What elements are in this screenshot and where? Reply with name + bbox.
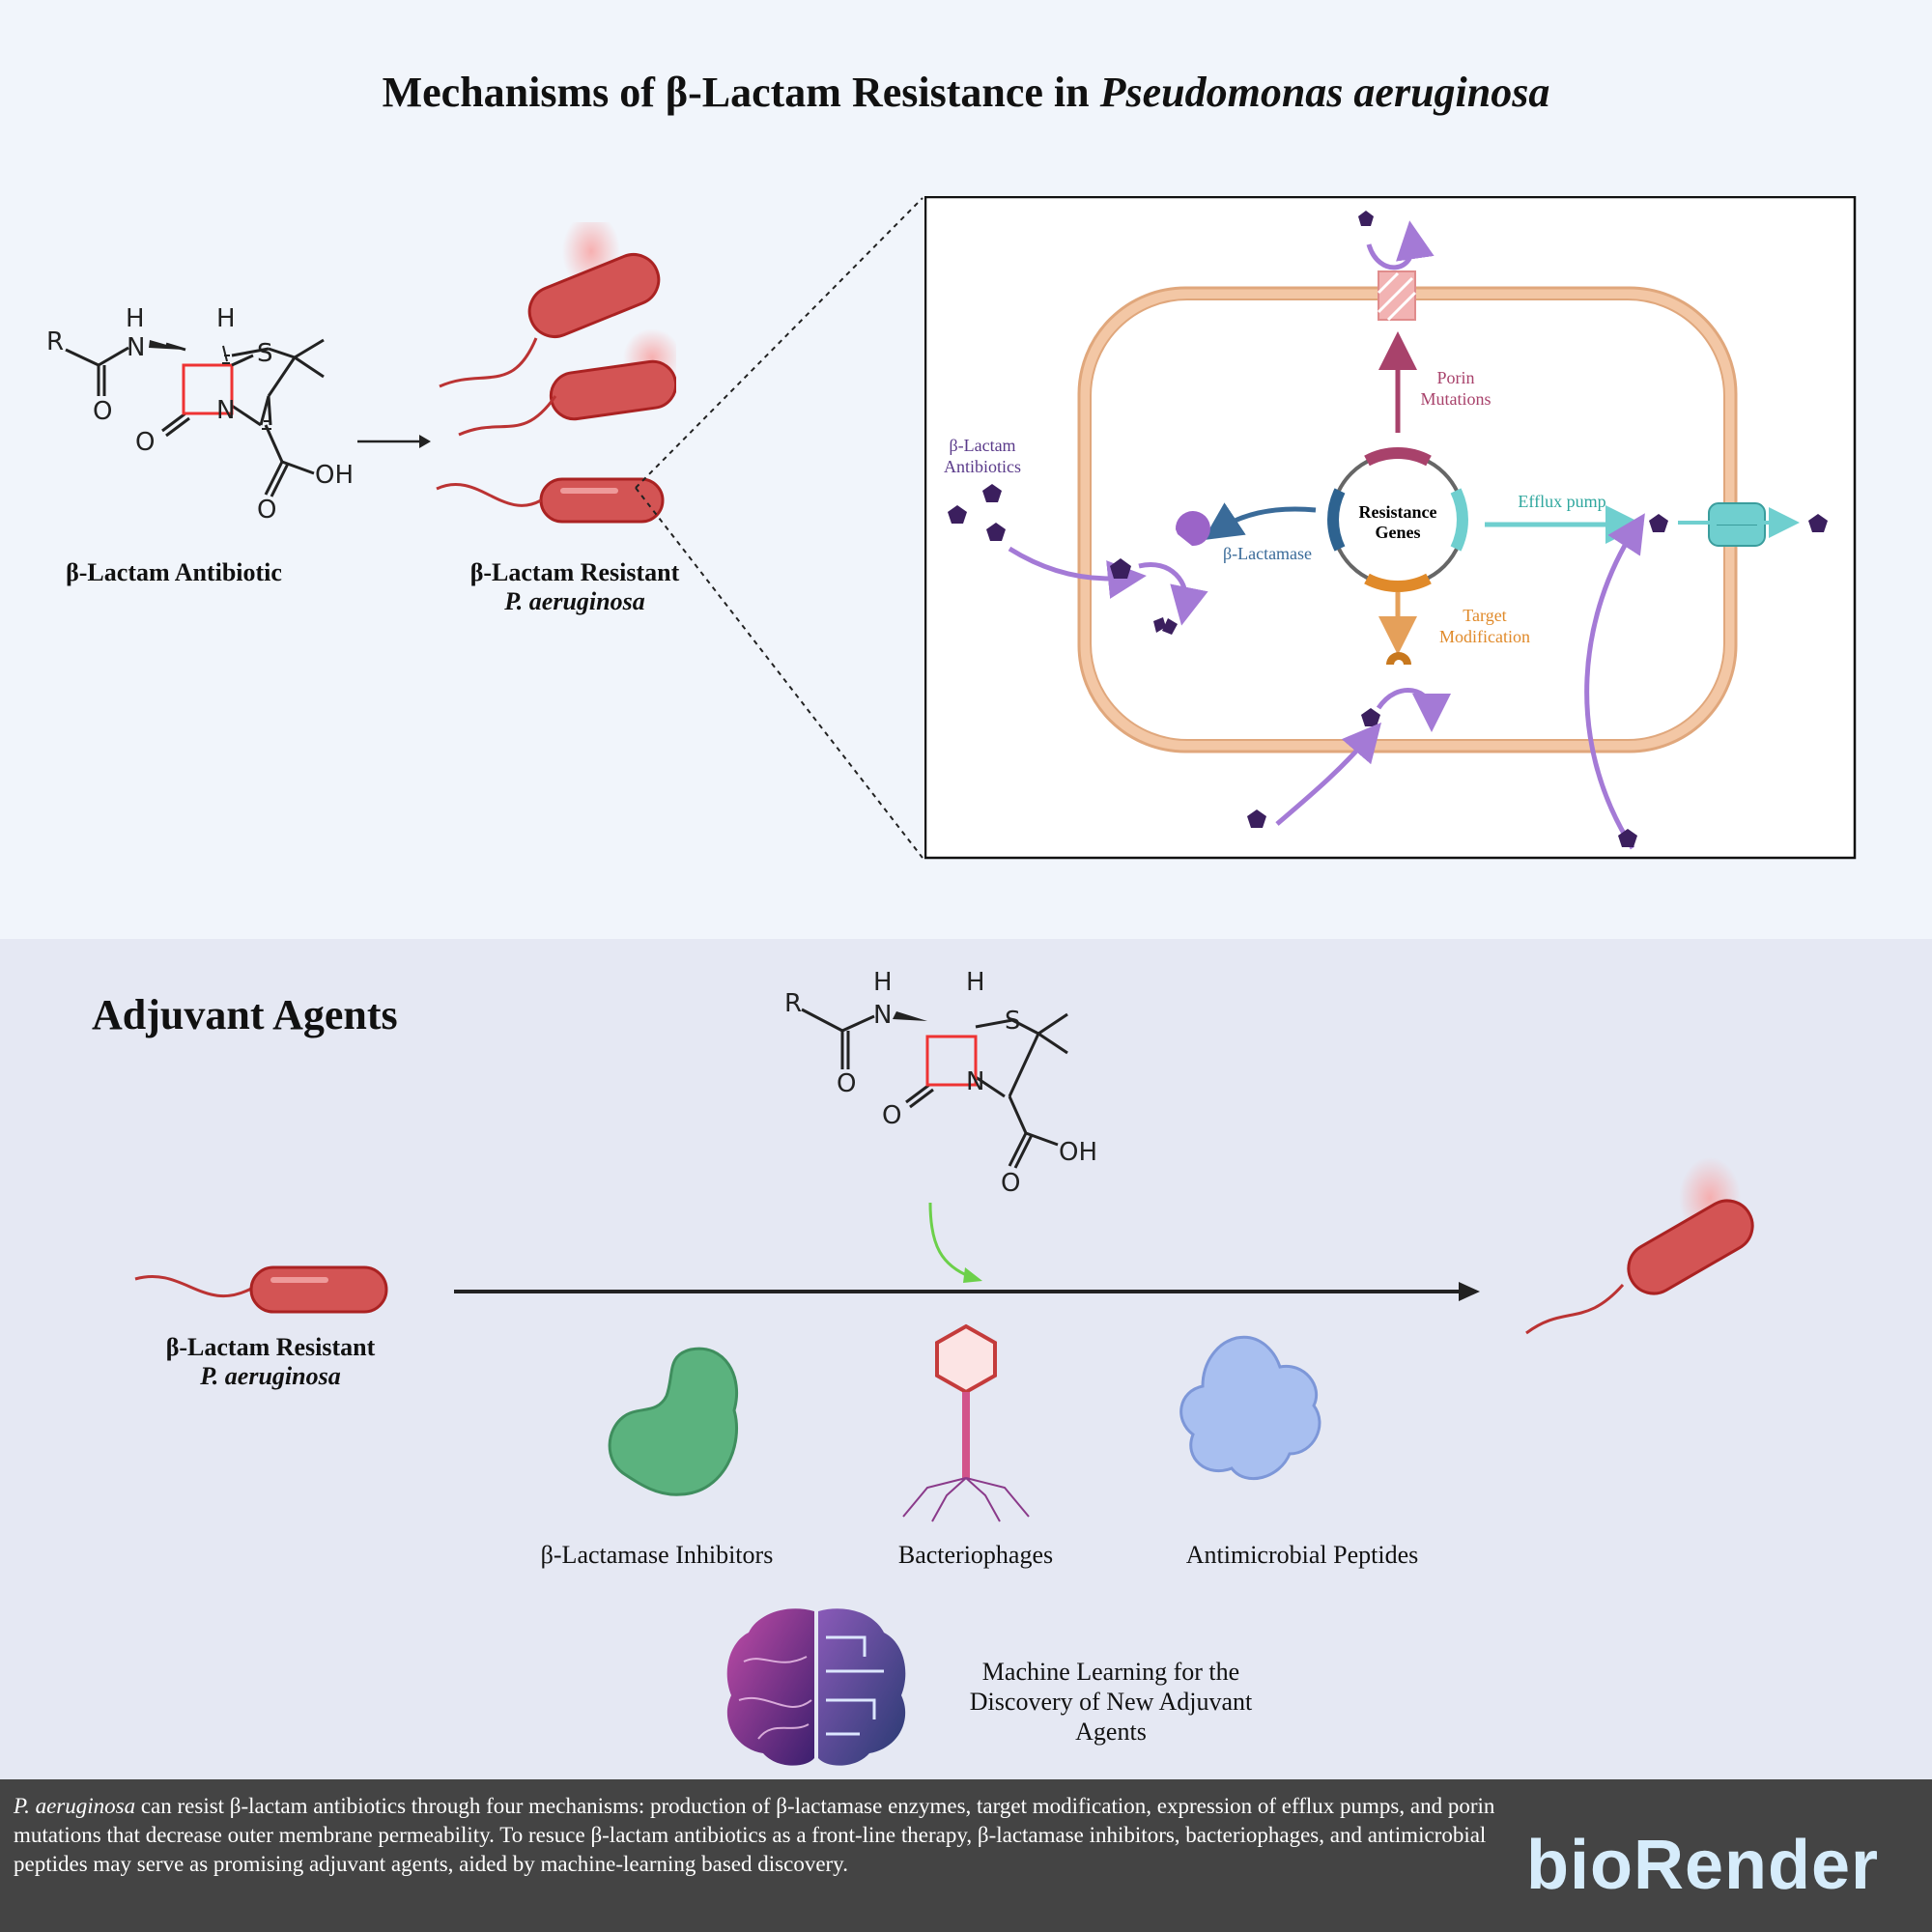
ml-label: Machine Learning for the Discovery of Ne… (927, 1657, 1294, 1747)
chem-n-ring: N (216, 396, 235, 425)
chem-h2: H (216, 304, 236, 333)
chem-o1: O (93, 397, 112, 426)
caption-text: can resist β-lactam antibiotics through … (14, 1794, 1495, 1876)
chem-oh: OH (315, 461, 354, 490)
inhibitors-label: β-Lactamase Inhibitors (540, 1541, 774, 1569)
target-label-2: Modification (1439, 627, 1530, 646)
resistance-genes-label-1: Resistance (1359, 502, 1437, 522)
resistant-bacterium-bottom (134, 1265, 388, 1314)
chem-b-h: H (873, 968, 893, 997)
chem-o2: O (135, 428, 155, 457)
resistant-label-top: β-Lactam Resistant P. aeruginosa (420, 558, 729, 616)
inhibitor-protein-icon (608, 1347, 739, 1496)
figure-title: Mechanisms of β-Lactam Resistance in Pse… (0, 68, 1932, 117)
ml-line-3: Agents (1075, 1718, 1147, 1746)
ml-line-2: Discovery of New Adjuvant (969, 1688, 1253, 1716)
cell-mechanism-panel: Porin Mutations Resistance Genes β-Lacta… (924, 196, 1857, 860)
lysed-bacterium (1525, 1157, 1754, 1335)
target-label-1: Target (1463, 606, 1506, 625)
resistant-label-line2: P. aeruginosa (504, 587, 645, 615)
bacteriophage-icon (902, 1323, 1030, 1522)
title-text: Mechanisms of β-Lactam Resistance in (382, 69, 1100, 116)
figure-caption: P. aeruginosa can resist β-lactam antibi… (14, 1792, 1501, 1879)
beta-lactamase-label: β-Lactamase (1223, 544, 1312, 563)
chem-b-o2: O (882, 1101, 901, 1130)
ml-brain-icon (726, 1608, 906, 1766)
chem-b-o1: O (837, 1069, 856, 1098)
adjuvant-title: Adjuvant Agents (92, 991, 398, 1038)
ml-line-1: Machine Learning for the (981, 1658, 1240, 1686)
chem-b-s: S (1005, 1007, 1021, 1036)
chem-n-amide: N (127, 333, 145, 362)
chem-b-oh: OH (1059, 1138, 1097, 1167)
resistant-label-bottom: β-Lactam Resistant P. aeruginosa (116, 1333, 425, 1391)
title-species: Pseudomonas aeruginosa (1099, 69, 1550, 116)
porin-label-1: Porin (1436, 368, 1474, 387)
chem-r: R (46, 327, 64, 356)
beta-lactam-structure: R H N H S N O O O OH (46, 304, 354, 525)
antibiotics-label-1: β-Lactam (949, 436, 1015, 455)
resistant-bottom-line1: β-Lactam Resistant (165, 1333, 376, 1361)
chem-b-o3: O (1001, 1169, 1020, 1198)
biorender-logo[interactable]: bioRender (1526, 1827, 1880, 1904)
green-arrow (928, 1202, 982, 1283)
phages-label: Bacteriophages (897, 1541, 1054, 1569)
zoom-lines (635, 197, 923, 859)
chem-h: H (126, 304, 145, 333)
caption-bar (0, 1779, 1932, 1932)
resistant-label-line1: β-Lactam Resistant (469, 558, 680, 586)
resistant-bottom-line2: P. aeruginosa (200, 1362, 341, 1390)
chem-o3: O (257, 496, 276, 525)
porin-label-2: Mutations (1420, 389, 1491, 409)
antibiotics-label-2: Antibiotics (944, 457, 1021, 476)
peptides-label: Antimicrobial Peptides (1185, 1541, 1419, 1569)
resistance-genes-label-2: Genes (1376, 523, 1421, 542)
peptide-icon (1179, 1335, 1321, 1481)
caption-species: P. aeruginosa (14, 1794, 136, 1818)
chem-b-n: N (873, 1001, 892, 1030)
efflux-label: Efflux pump (1518, 492, 1605, 511)
treatment-arrow (454, 1282, 1480, 1301)
arrow-right (357, 435, 431, 448)
chem-s: S (257, 339, 273, 368)
chem-b-h2: H (966, 968, 985, 997)
chem-b-r: R (784, 989, 802, 1018)
bacteria-group (436, 222, 676, 524)
chem-b-n2: N (966, 1067, 984, 1096)
beta-lactam-structure-bottom: R H N H S N O O O OH (784, 968, 1097, 1198)
antibiotic-label: β-Lactam Antibiotic (66, 558, 282, 586)
